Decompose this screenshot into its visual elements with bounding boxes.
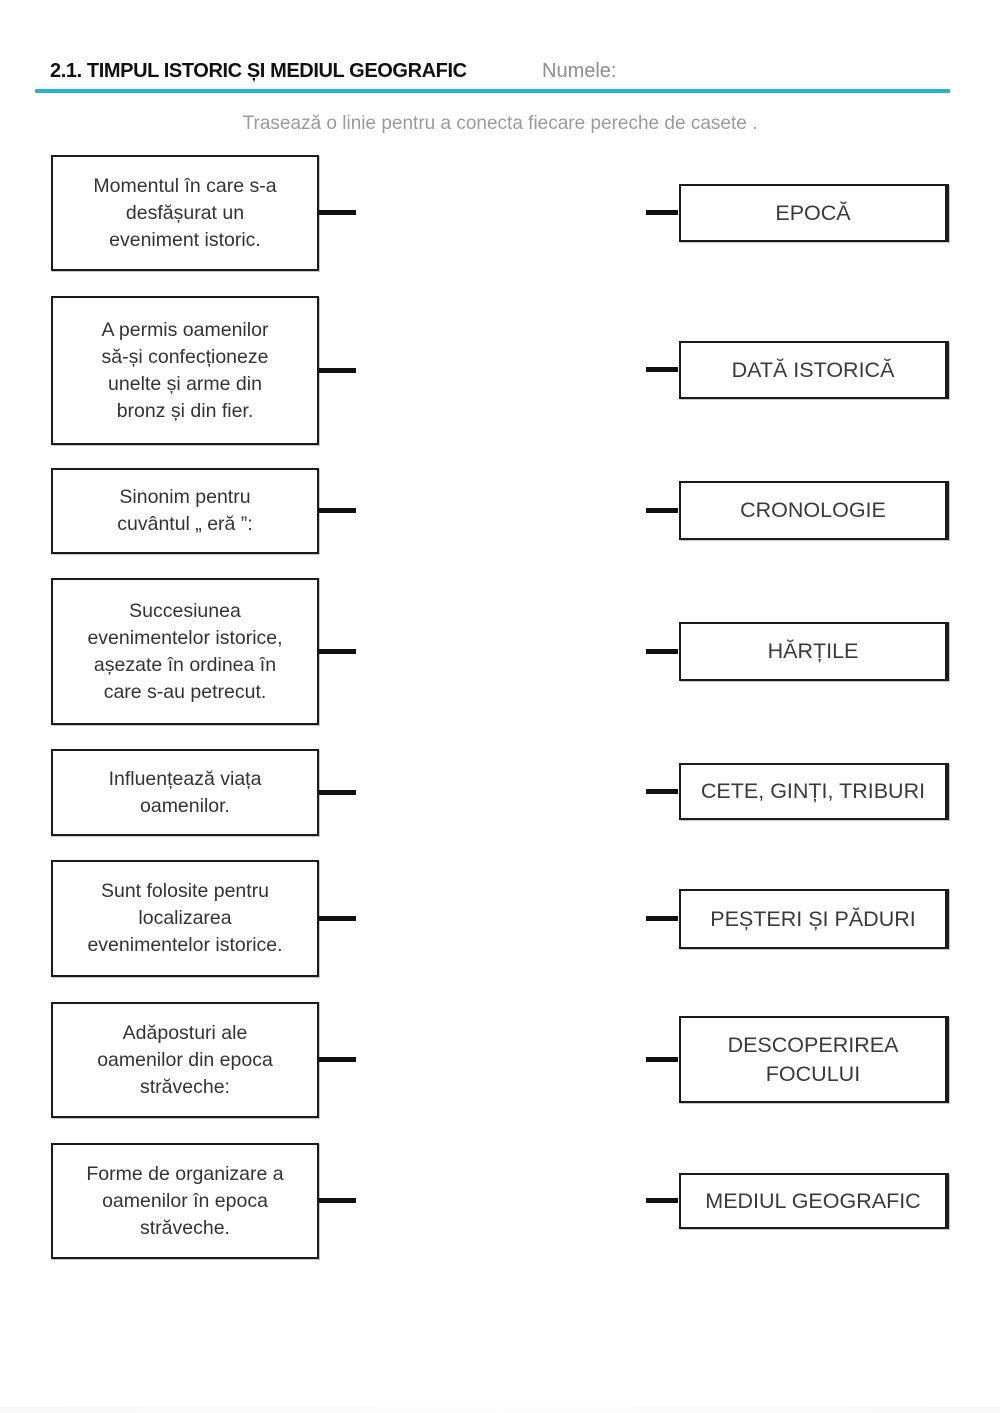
- right-box-8-label: MEDIUL GEOGRAFIC: [705, 1188, 921, 1213]
- connector-stub[interactable]: [319, 789, 356, 795]
- connector-stub[interactable]: [646, 367, 678, 372]
- right-box-2-label: DATĂ ISTORICĂ: [731, 357, 895, 382]
- left-box-3-text: Sinonim pentru cuvântul „ eră ”:: [117, 486, 253, 535]
- left-box-8-text: Forme de organizare a oamenilor în epoca…: [86, 1162, 284, 1239]
- left-box-1[interactable]: Momentul în care s-a desfășurat un eveni…: [51, 155, 356, 271]
- name-label: Numele:: [542, 60, 617, 82]
- left-box-8[interactable]: Forme de organizare a oamenilor în epoca…: [51, 1143, 356, 1259]
- left-box-2[interactable]: A permis oamenilor să-și confecționeze u…: [51, 296, 356, 445]
- left-box-7-text: Adăposturi ale oamenilor din epoca străv…: [97, 1021, 273, 1098]
- left-box-5[interactable]: Influențează viața oamenilor.: [51, 749, 356, 836]
- connector-stub[interactable]: [646, 1198, 678, 1203]
- page-title: 2.1. TIMPUL ISTORIC ȘI MEDIUL GEOGRAFIC: [50, 60, 467, 82]
- connector-stub[interactable]: [646, 648, 678, 654]
- right-box-3[interactable]: CRONOLOGIE: [646, 481, 949, 540]
- right-box-5[interactable]: CETE, GINȚI, TRIBURI: [646, 763, 949, 820]
- connector-stub[interactable]: [319, 367, 356, 373]
- left-box-2-text: A permis oamenilor să-și confecționeze u…: [101, 318, 269, 422]
- right-box-3-label: CRONOLOGIE: [740, 498, 886, 522]
- connector-stub[interactable]: [646, 210, 678, 215]
- left-box-1-text: Momentul în care s-a desfășurat un eveni…: [93, 174, 277, 251]
- scan-artifact: [0, 1407, 1000, 1413]
- right-box-6-label: PEȘTERI ȘI PĂDURI: [710, 906, 916, 931]
- connector-stub[interactable]: [646, 916, 678, 921]
- right-box-1-label: EPOCĂ: [775, 200, 851, 225]
- left-box-3[interactable]: Sinonim pentru cuvântul „ eră ”:: [51, 468, 356, 554]
- right-box-4-label: HĂRȚILE: [767, 639, 859, 663]
- left-box-4[interactable]: Succesiunea evenimentelor istorice, așez…: [51, 578, 356, 725]
- connector-stub[interactable]: [646, 507, 678, 513]
- right-box-4[interactable]: HĂRȚILE: [646, 622, 949, 681]
- left-box-6[interactable]: Sunt folosite pentru localizarea evenime…: [51, 860, 356, 977]
- connector-stub[interactable]: [646, 788, 678, 794]
- left-box-7[interactable]: Adăposturi ale oamenilor din epoca străv…: [51, 1002, 356, 1118]
- connector-stub[interactable]: [646, 1056, 678, 1062]
- left-box-5-text: Influențează viața oamenilor.: [108, 767, 262, 817]
- header-divider: [35, 89, 950, 93]
- right-box-2[interactable]: DATĂ ISTORICĂ: [646, 341, 949, 399]
- connector-stub[interactable]: [319, 508, 356, 513]
- right-box-7-label: DESCOPERIREA FOCULUI: [727, 1032, 899, 1086]
- connector-stub[interactable]: [319, 1057, 356, 1062]
- right-box-6[interactable]: PEȘTERI ȘI PĂDURI: [646, 889, 949, 949]
- name-input[interactable]: [625, 56, 950, 86]
- left-box-4-text: Succesiunea evenimentelor istorice, așez…: [87, 599, 283, 703]
- connector-stub[interactable]: [319, 210, 356, 215]
- instruction-text: Trasează o linie pentru a conecta fiecar…: [242, 113, 758, 134]
- right-box-1[interactable]: EPOCĂ: [646, 184, 949, 242]
- right-box-7[interactable]: DESCOPERIREA FOCULUI: [646, 1016, 949, 1103]
- connector-stub[interactable]: [319, 915, 356, 921]
- right-box-5-label: CETE, GINȚI, TRIBURI: [700, 779, 926, 803]
- connector-stub[interactable]: [319, 648, 356, 654]
- left-box-6-text: Sunt folosite pentru localizarea evenime…: [87, 880, 283, 956]
- connector-stub[interactable]: [319, 1198, 356, 1203]
- right-box-8[interactable]: MEDIUL GEOGRAFIC: [646, 1173, 949, 1229]
